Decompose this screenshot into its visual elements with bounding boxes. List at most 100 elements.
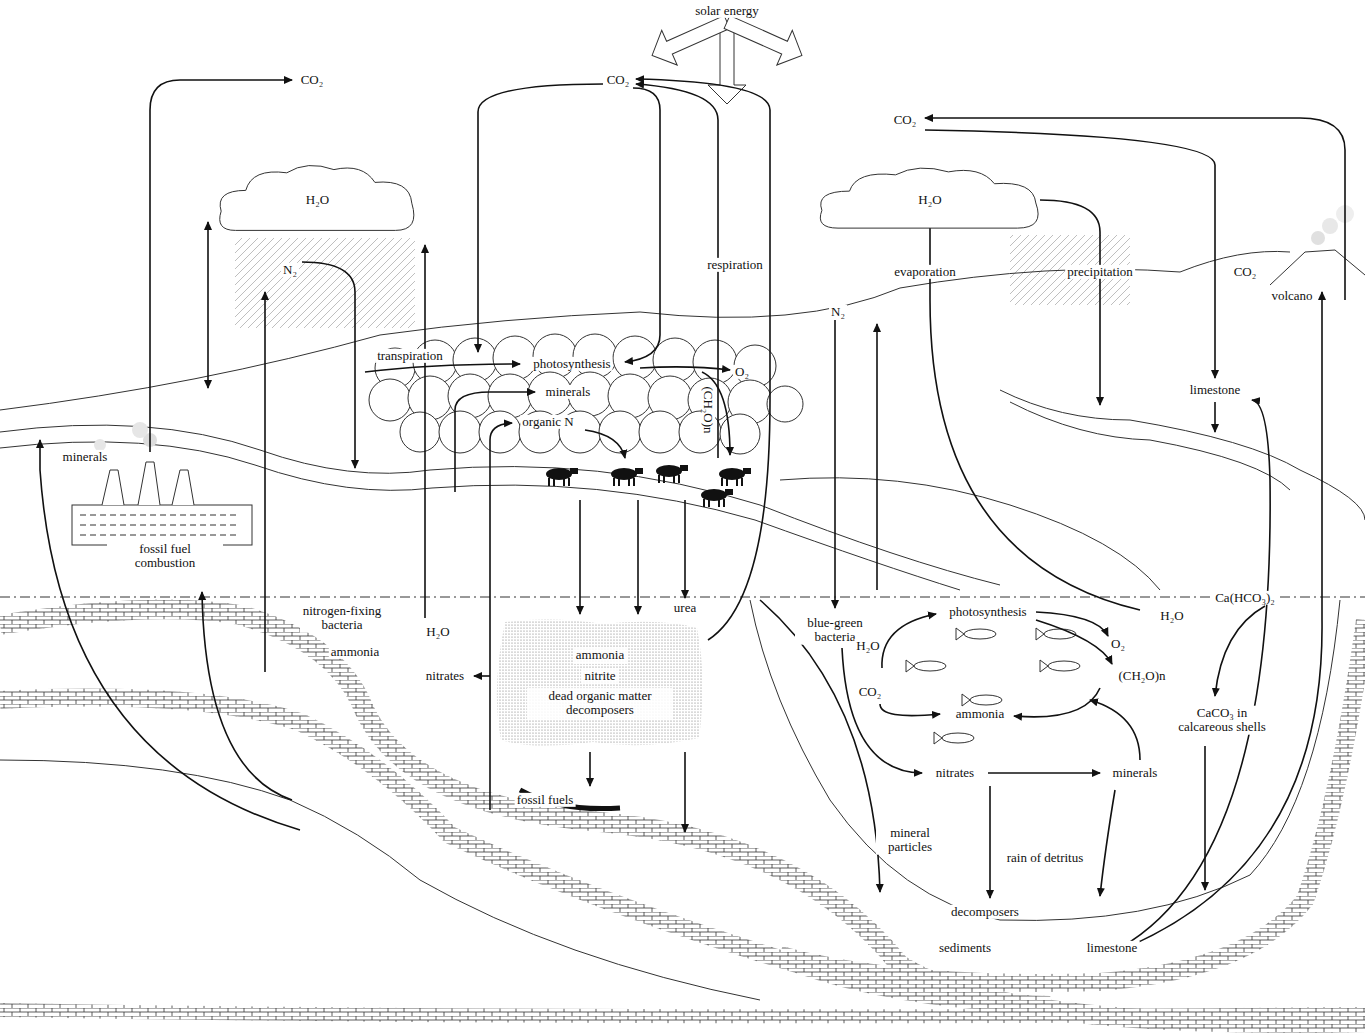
node-text: nitrite [581, 668, 618, 684]
volcano [1270, 205, 1365, 285]
forest-part [693, 340, 737, 384]
cycle-label: decomposers [949, 905, 1021, 919]
cycle-arrows-part [1040, 200, 1100, 405]
cycle-label: ammonia [329, 645, 381, 659]
cycle-label: N₂ [829, 305, 847, 319]
cycle-label: sediments [937, 941, 993, 955]
fish-school [906, 628, 1080, 744]
cycle-label: solar energy [693, 4, 761, 18]
cycle-arrows-part [880, 704, 940, 716]
cycle-label: fossil fuel combustion [107, 542, 223, 571]
fish-school-part [1036, 628, 1076, 640]
cycle-arrows-part [207, 222, 209, 388]
cycle-arrows-part [365, 364, 520, 372]
landscape-part [1000, 390, 1365, 520]
factory-part [172, 470, 194, 505]
cycle-label: respiration [705, 258, 765, 272]
cycle-arrows-part [636, 79, 770, 640]
cattle [546, 465, 751, 507]
cattle-part [656, 465, 688, 483]
cycle-label: photosynthesis [531, 357, 612, 371]
forest-part [479, 411, 521, 453]
cycle-label: minerals [1111, 766, 1160, 780]
landscape-part [780, 478, 1160, 590]
volcano-part [1270, 250, 1365, 285]
cycle-arrows-part [1130, 292, 1322, 946]
cycle-arrows-part [150, 80, 292, 452]
rock-strata-part [0, 760, 760, 1000]
factory-part [132, 422, 148, 438]
cycle-arrows-part [455, 392, 535, 492]
cycle-label: (CH₂O)n [1116, 669, 1167, 683]
rock-strata-part [0, 609, 1365, 1023]
forest-part [400, 412, 440, 452]
cycle-arrows-part [474, 675, 490, 677]
cloud-node: H₂O [815, 163, 1045, 237]
landscape [0, 251, 1365, 590]
cycle-label: rain of detritus [1005, 851, 1086, 865]
cycle-arrows-part [625, 88, 660, 362]
cycle-label: volcano [1269, 289, 1314, 303]
cycle-arrows-part [988, 772, 1100, 774]
cycle-arrows-part [925, 130, 1215, 378]
forest-part [653, 338, 697, 382]
landscape-part [0, 442, 960, 590]
cycle-label: CO₂ [892, 113, 919, 127]
cycle-label: transpiration [375, 349, 445, 363]
factory-part [80, 515, 240, 535]
cycle-label: CO₂ [299, 73, 326, 87]
cycle-label: H₂O [1158, 609, 1185, 623]
cycle-label: nitrates [424, 669, 466, 683]
cycle-label: limestone [1085, 941, 1140, 955]
rain-hatching-part [235, 238, 415, 328]
cycle-label: urea [672, 601, 698, 615]
cycle-arrows-part [876, 324, 878, 590]
cattle-part [611, 468, 643, 486]
cycle-arrows-part [202, 592, 292, 800]
cycle-arrows-part [1214, 402, 1216, 432]
cycle-label: CO₂ [1232, 265, 1259, 279]
stipple-fill [497, 619, 703, 745]
cycle-arrows-part [989, 786, 991, 898]
cycle-label: (CH₂O)n [701, 384, 715, 435]
cycle-arrows-part [1215, 606, 1265, 696]
factory [72, 422, 252, 545]
cycle-arrows-part [302, 262, 355, 468]
forest-part [369, 379, 411, 421]
sea-level [0, 597, 1365, 598]
cycle-arrows-part [40, 440, 300, 830]
cycle-label: O₂ [733, 365, 751, 379]
cycle-label: N₂ [281, 263, 299, 277]
rock-strata-part [780, 620, 1365, 983]
cycle-arrows [40, 79, 1345, 948]
cycle-arrows-part [1014, 688, 1100, 717]
cycle-arrows-part [842, 648, 922, 773]
node-text: dead organic matter decomposers [527, 688, 673, 719]
cycle-label: evaporation [892, 265, 957, 279]
rock-strata-part [0, 1010, 1365, 1016]
cycle-label: minerals [61, 450, 110, 464]
cattle-part [546, 468, 578, 486]
node-text: ammonia [573, 647, 627, 663]
cycle-label: fossil fuels [515, 793, 576, 807]
solar-arrows [644, 5, 809, 104]
cattle-part [701, 489, 733, 507]
cycle-arrows-part [585, 430, 625, 458]
fish-school-part [906, 660, 946, 672]
cycle-label: CO₂ [857, 685, 884, 699]
forest-part [639, 411, 681, 453]
cycle-arrows-part [424, 245, 426, 618]
fish-school-part [956, 628, 996, 640]
forest-part [439, 411, 481, 453]
cycle-arrows-part [930, 200, 1140, 610]
cycle-arrows-part [1204, 746, 1206, 890]
cloud-outline [820, 168, 1038, 228]
cycle-label: H₂O [854, 639, 881, 653]
cycle-label: organic N [520, 415, 575, 429]
factory-part [138, 462, 160, 505]
factory-part [72, 505, 252, 545]
cycle-label: CO₂ [605, 73, 632, 87]
cycle-arrows-part [1100, 790, 1115, 896]
cycle-arrows-part [834, 320, 836, 608]
cycle-arrows-part [1036, 620, 1112, 664]
